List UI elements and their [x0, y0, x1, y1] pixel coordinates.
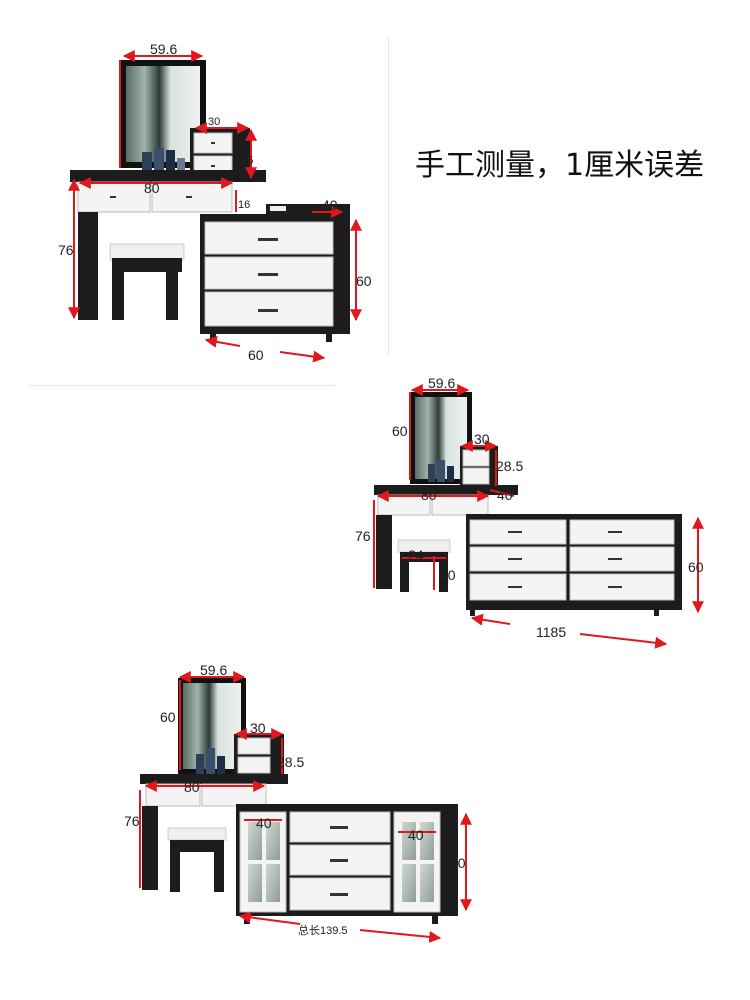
- figure-3: 59.6 60 30 28.5 80 76 40 40 60 总长139.5: [124, 662, 472, 943]
- dim-mirror-height: 60: [392, 423, 408, 439]
- dim-stool-width: 24: [408, 547, 424, 563]
- divider-line-vertical: [388, 36, 389, 356]
- dim-table-height: 76: [355, 528, 371, 544]
- dim-total-length: 总长139.5: [298, 923, 348, 937]
- vanity-top: [70, 170, 266, 182]
- dim-mirror-height: 60: [160, 709, 176, 725]
- dim-mirror-width: 59.6: [200, 662, 227, 678]
- divider-line: [30, 385, 335, 386]
- dim-table-height: 76: [124, 813, 140, 829]
- dim-chest-height: 60: [688, 559, 704, 575]
- dim-mirror-width: 59.6: [150, 41, 177, 57]
- dim-table-height: 76: [58, 242, 74, 258]
- dim-small-cabinet-width: 30: [250, 720, 266, 736]
- dim-top-width: 80: [421, 487, 437, 503]
- dim-top-width: 80: [144, 180, 160, 196]
- mirror-glass: [126, 66, 200, 162]
- dim-right-door-width: 40: [408, 827, 424, 843]
- dim-small-cabinet-width: 30: [208, 116, 220, 128]
- dim-top-width: 80: [184, 779, 200, 795]
- dim-drawer-height: 16: [238, 199, 250, 211]
- dim-cabinet-height: 60: [450, 855, 466, 871]
- dim-total-length: 1185: [536, 624, 566, 640]
- dim-mirror-width: 59.6: [428, 375, 455, 391]
- dim-chest-width: 60: [248, 347, 264, 363]
- figure-1: 59.6 80 30 28.5 16 76 40 60 60: [58, 41, 372, 363]
- dim-small-cabinet-height: 28.5: [277, 754, 304, 770]
- dim-small-cabinet-width: 30: [474, 431, 490, 447]
- dim-chest-depth: 40: [322, 197, 338, 213]
- dim-chest-height: 60: [356, 273, 372, 289]
- dim-top-depth: 40: [497, 487, 513, 503]
- headline: 手工测量，1厘米误差: [415, 148, 705, 183]
- figure-2: 59.6 60 30 28.5 80 40 76 24 40 60 1185: [355, 375, 704, 649]
- dim-left-door-width: 40: [256, 815, 272, 831]
- dim-small-cabinet-height: 28.5: [496, 458, 523, 474]
- dim-stool-height: 40: [440, 567, 456, 583]
- dim-small-cabinet-height: 28.5: [232, 155, 253, 167]
